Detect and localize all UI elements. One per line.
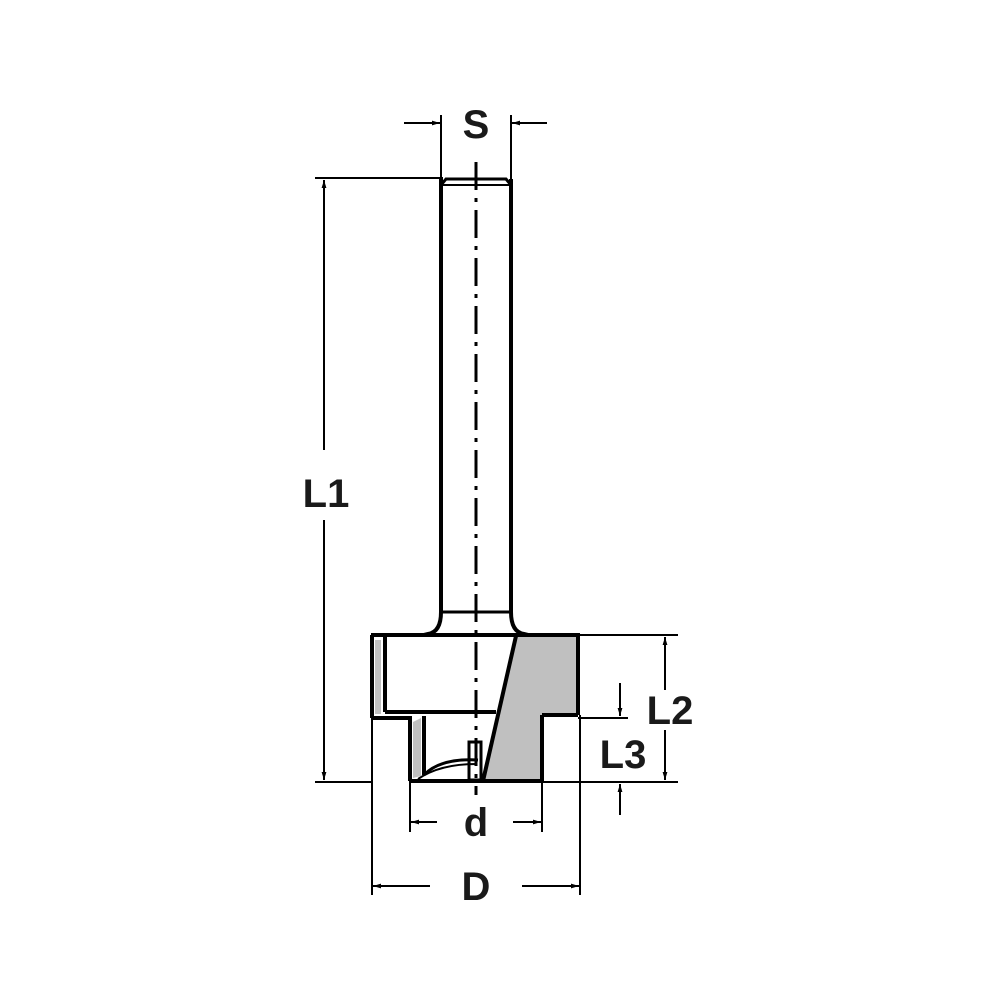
label-shank-diameter: S <box>463 103 490 147</box>
label-cutting-length: L2 <box>647 689 694 733</box>
dimension-arrows <box>321 120 668 889</box>
extension-lines <box>315 115 678 895</box>
label-cutting-diameter: D <box>462 865 491 909</box>
lower-left-edge-fill <box>413 718 421 778</box>
label-step-length: L3 <box>600 733 647 777</box>
label-inner-diameter: d <box>464 801 488 845</box>
cutting-edge-fill <box>483 635 578 781</box>
label-total-length: L1 <box>303 472 350 516</box>
left-edge-fill <box>375 640 381 714</box>
